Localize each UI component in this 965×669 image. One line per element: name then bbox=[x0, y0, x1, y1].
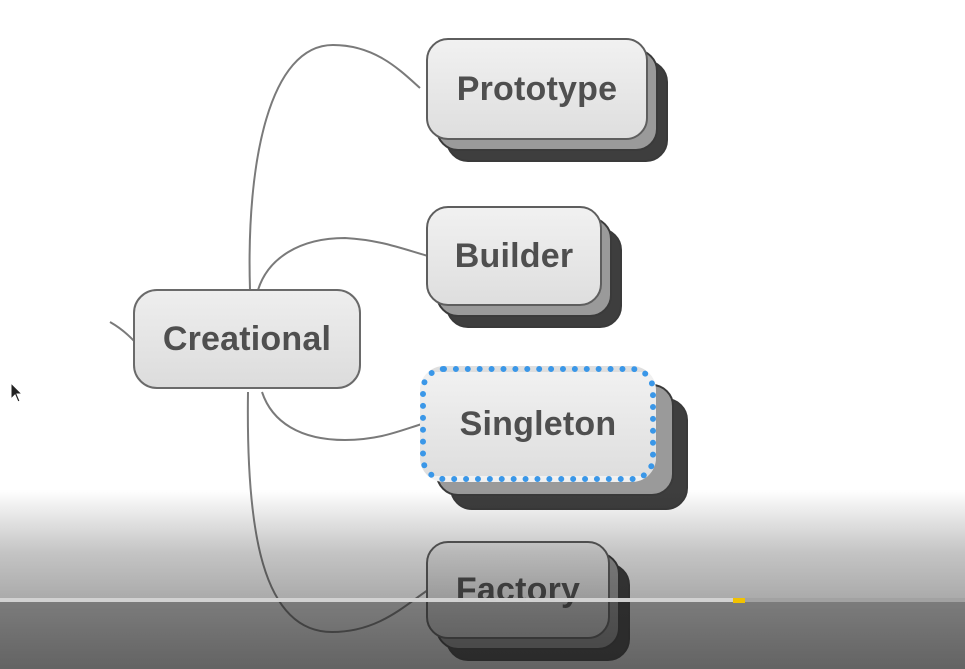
mouse-cursor-icon bbox=[10, 382, 24, 403]
node-prototype-label: Prototype bbox=[456, 69, 618, 108]
edge-creational-builder bbox=[257, 236, 429, 291]
edge-creational-singleton bbox=[261, 391, 423, 442]
node-singleton-label: Singleton bbox=[459, 404, 617, 443]
node-builder-box: Builder bbox=[426, 206, 602, 306]
node-creational[interactable]: Creational bbox=[133, 289, 363, 391]
node-factory-label: Factory bbox=[455, 570, 581, 609]
node-factory[interactable]: Factory bbox=[426, 541, 632, 663]
node-singleton[interactable]: Singleton bbox=[420, 366, 692, 514]
edge-creational-factory bbox=[246, 391, 429, 634]
video-progress-marker bbox=[733, 598, 745, 603]
node-builder[interactable]: Builder bbox=[426, 206, 624, 330]
video-progress-bar[interactable] bbox=[0, 598, 965, 602]
node-builder-label: Builder bbox=[454, 236, 574, 275]
edge-creational-prototype bbox=[248, 43, 421, 291]
node-prototype-box: Prototype bbox=[426, 38, 648, 140]
node-prototype[interactable]: Prototype bbox=[426, 38, 670, 164]
node-singleton-box: Singleton bbox=[420, 366, 656, 482]
node-factory-box: Factory bbox=[426, 541, 610, 639]
video-progress-fill bbox=[0, 598, 734, 602]
node-creational-label: Creational bbox=[162, 319, 332, 358]
node-creational-box: Creational bbox=[133, 289, 361, 389]
edge-incoming bbox=[109, 321, 136, 343]
